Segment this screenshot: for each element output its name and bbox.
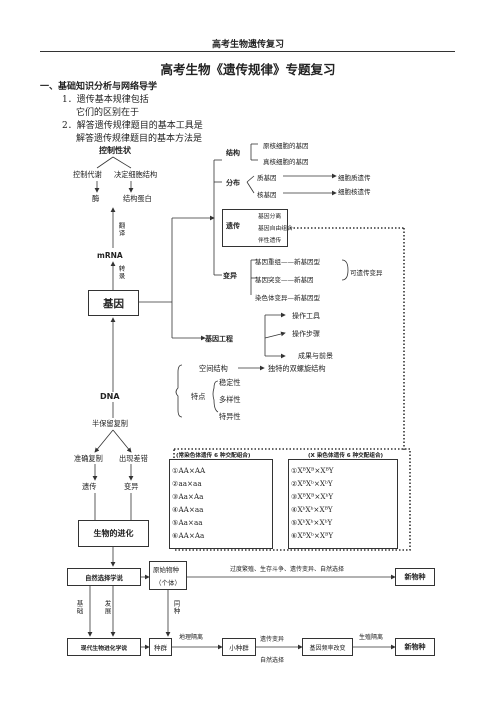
small-population-label: 小种群 xyxy=(229,644,249,652)
x-cross-3: ③XᴮXᴮ×XᵇY xyxy=(291,492,334,501)
accurate-replication-label: 准确复制 xyxy=(74,454,103,463)
distribution-label: 分布 xyxy=(226,179,240,187)
semi-conservative-label: 半保留复制 xyxy=(92,419,128,428)
spatial-structure-label: 空间结构 xyxy=(199,364,228,373)
double-helix-label: 独特的双螺旋结构 xyxy=(268,364,326,373)
replication-error-label: 出现差错 xyxy=(119,454,148,463)
enzyme-label: 酶 xyxy=(92,194,100,203)
engineering-steps: 操作步骤 xyxy=(292,330,320,338)
dna-label: DNA xyxy=(100,392,120,401)
new-species-box: 新物种 xyxy=(395,568,435,586)
modern-theory-label: 现代生物进化学说 xyxy=(80,645,128,652)
header-rule xyxy=(40,51,455,52)
engineering-tools: 操作工具 xyxy=(292,312,320,320)
diversity-label: 多样性 xyxy=(219,395,241,404)
population-box: 种群 xyxy=(149,638,172,656)
inheritance-label: 遗传 xyxy=(226,222,240,230)
nuclear-inheritance: 细胞核遗传 xyxy=(338,188,371,196)
original-species-individual: （个体） xyxy=(155,579,181,587)
specificity-label: 特异性 xyxy=(219,412,241,421)
mutation-label: 变异 xyxy=(223,272,237,280)
autosome-cross-1: ①AA×AA xyxy=(172,466,206,475)
cytoplasmic-inheritance: 细胞质遗传 xyxy=(338,174,371,182)
question-1-part-b: 它们的区别在于 xyxy=(76,108,140,118)
decide-structure-label: 决定细胞结构 xyxy=(114,170,158,179)
autosome-cross-title: (常染色体遗传 6 种交配组合) xyxy=(176,453,251,459)
inheritance-sex-linked: 伴性遗传 xyxy=(258,238,282,244)
structural-protein-label: 结构蛋白 xyxy=(123,194,152,203)
nuclear-gene: 核基因 xyxy=(257,191,277,199)
question-2: 2．解答遗传规律题目的基本工具是 xyxy=(62,121,203,131)
features-label: 特点 xyxy=(191,392,206,401)
geographic-isolation-label: 地理隔离 xyxy=(179,634,204,641)
gene-box: 基因 xyxy=(88,290,139,316)
structure-item-prokaryote: 原核细胞的基因 xyxy=(263,142,309,150)
autosome-cross-5: ⑤Aa×aa xyxy=(172,518,203,527)
inheritance-segregation: 基因分离 xyxy=(258,214,282,220)
x-cross-6: ⑥XᴮXᵇ×XᴮY xyxy=(291,531,334,540)
natural-selection-label: 自然选择学说 xyxy=(85,574,123,582)
new-species-box-2: 新物种 xyxy=(395,638,435,656)
genetic-variation-label: 遗传变异 xyxy=(260,636,285,643)
original-species-label: 原始物种 xyxy=(153,566,179,574)
evolution-label: 生物的进化 xyxy=(93,529,134,538)
control-metabolism-label: 控制代谢 xyxy=(73,170,102,179)
modern-theory-box: 现代生物进化学说 xyxy=(67,638,141,656)
question-2-part-b: 解答遗传规律题目的基本方法是 xyxy=(76,134,203,144)
structure-item-eukaryote: 真核细胞的基因 xyxy=(263,158,309,166)
question-1: 1．遗传基本规律包括 xyxy=(62,95,149,105)
autosome-cross-3: ③Aa×Aa xyxy=(172,492,204,501)
new-species-label-2: 新物种 xyxy=(404,643,426,651)
variation-label: 变异 xyxy=(124,482,139,491)
x-cross-1: ①XᴮXᴮ×XᴮY xyxy=(291,466,334,475)
same-species-label: 同种 xyxy=(172,600,180,615)
autosome-cross-list: ①AA×AA ②aa×aa ③Aa×Aa ④AA×aa ⑤Aa×aa ⑥AA×A… xyxy=(172,464,205,542)
gene-engineering-label: 基因工程 xyxy=(205,335,233,343)
autosome-cross-4: ④AA×aa xyxy=(172,505,204,514)
darwin-process-label: 过度繁殖、生存斗争、遗传变异、自然选择 xyxy=(230,566,345,573)
inheritance-independent: 基因自由组合 xyxy=(258,226,293,232)
translation-label: 翻译 xyxy=(117,222,125,237)
x-cross-title: (X 染色体遗传 6 种交配组合) xyxy=(308,453,384,459)
x-cross-list: ①XᴮXᴮ×XᴮY ②XᴮXᵇ×XᵇY ③XᴮXᴮ×XᵇY ④XᵇXᵇ×XᴮY … xyxy=(291,464,334,542)
section-heading: 一、基础知识分析与网络导学 xyxy=(40,82,158,92)
engineering-outcomes: 成果与前景 xyxy=(298,352,333,360)
mrna-label: mRNA xyxy=(97,251,123,260)
recombination-item: 基因重组——新基因型 xyxy=(255,258,320,266)
gene-mutation-item: 基因突变——新基因 xyxy=(255,276,314,284)
gene-frequency-label: 基因频率改变 xyxy=(309,644,346,652)
basis-label: 基础 xyxy=(75,600,83,615)
control-trait-label: 控制性状 xyxy=(99,146,131,155)
small-population-box: 小种群 xyxy=(222,638,256,656)
autosome-cross-6: ⑥AA×Aa xyxy=(172,531,205,540)
stability-label: 稳定性 xyxy=(219,378,241,387)
running-header: 高考生物遗传复习 xyxy=(211,40,284,50)
development-label: 发展 xyxy=(103,600,111,615)
reproductive-isolation-label: 生殖隔离 xyxy=(359,634,384,641)
chromosome-variation-item: 染色体变异—新基因型 xyxy=(255,294,320,302)
natural-selection-step: 自然选择 xyxy=(260,657,285,664)
new-species-label: 新物种 xyxy=(404,573,426,581)
gene-label: 基因 xyxy=(103,297,124,310)
autosome-cross-box xyxy=(169,459,273,549)
x-cross-4: ④XᵇXᵇ×XᴮY xyxy=(291,505,333,514)
evolution-box: 生物的进化 xyxy=(78,520,149,547)
structure-label: 结构 xyxy=(226,149,240,157)
gene-frequency-box: 基因频率改变 xyxy=(302,638,353,656)
x-cross-2: ②XᴮXᵇ×XᵇY xyxy=(291,479,333,488)
x-cross-5: ⑤XᵇXᵇ×XᵇY xyxy=(291,518,333,527)
page-title: 高考生物《遗传规律》专题复习 xyxy=(160,62,336,77)
x-cross-box xyxy=(288,459,398,549)
heredity-label: 遗传 xyxy=(82,482,97,491)
heritable-variation-label: 可遗传变异 xyxy=(350,269,383,277)
population-label: 种群 xyxy=(154,644,167,652)
autosome-cross-2: ②aa×aa xyxy=(172,479,202,488)
transcription-label: 转录 xyxy=(117,265,125,280)
natural-selection-box: 自然选择学说 xyxy=(67,568,141,586)
inheritance-box xyxy=(222,209,288,247)
cytoplasmic-gene: 质基因 xyxy=(257,174,277,182)
original-species-box xyxy=(149,561,187,590)
